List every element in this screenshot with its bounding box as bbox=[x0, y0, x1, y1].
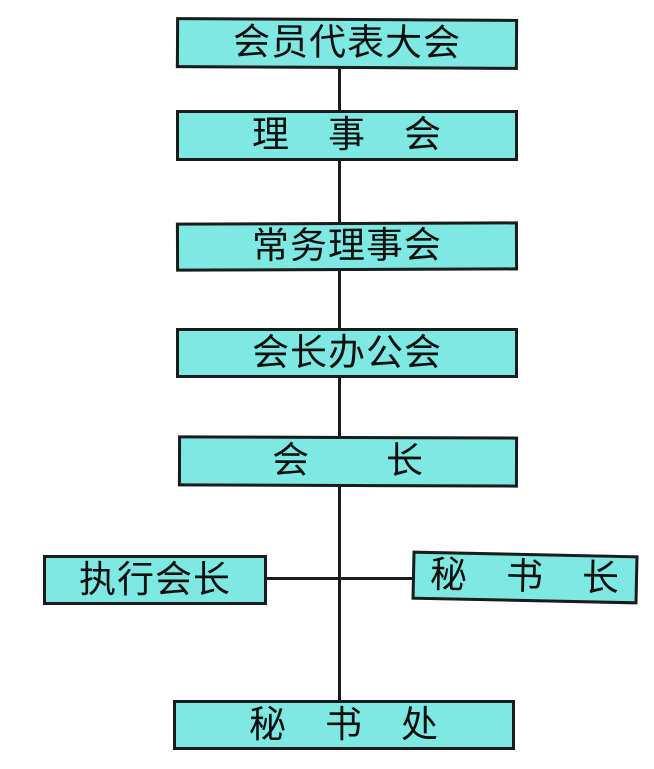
org-box-executive-president: 执行会长 bbox=[43, 555, 267, 605]
org-box-members-congress: 会员代表大会 bbox=[175, 17, 519, 70]
org-box-secretary-general: 秘 书 长 bbox=[411, 550, 639, 605]
connector-horizontal-branch-line bbox=[265, 577, 415, 580]
connector-vertical-line bbox=[338, 66, 341, 702]
org-box-council: 理 事 会 bbox=[176, 110, 518, 161]
org-box-presidents-office-meeting: 会长办公会 bbox=[176, 328, 518, 378]
org-box-standing-council: 常务理事会 bbox=[175, 221, 519, 272]
org-box-secretariat: 秘 书 处 bbox=[173, 700, 515, 750]
org-box-president: 会 长 bbox=[177, 435, 519, 488]
